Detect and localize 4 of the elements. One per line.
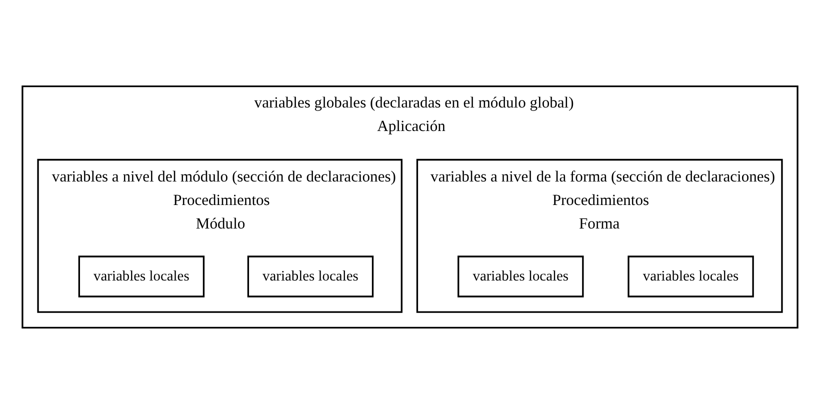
node-box: variables locales — [247, 256, 374, 298]
node-box: variables locales — [78, 256, 205, 298]
node-box: variables locales — [628, 256, 754, 298]
node-box: variables locales — [458, 256, 584, 298]
